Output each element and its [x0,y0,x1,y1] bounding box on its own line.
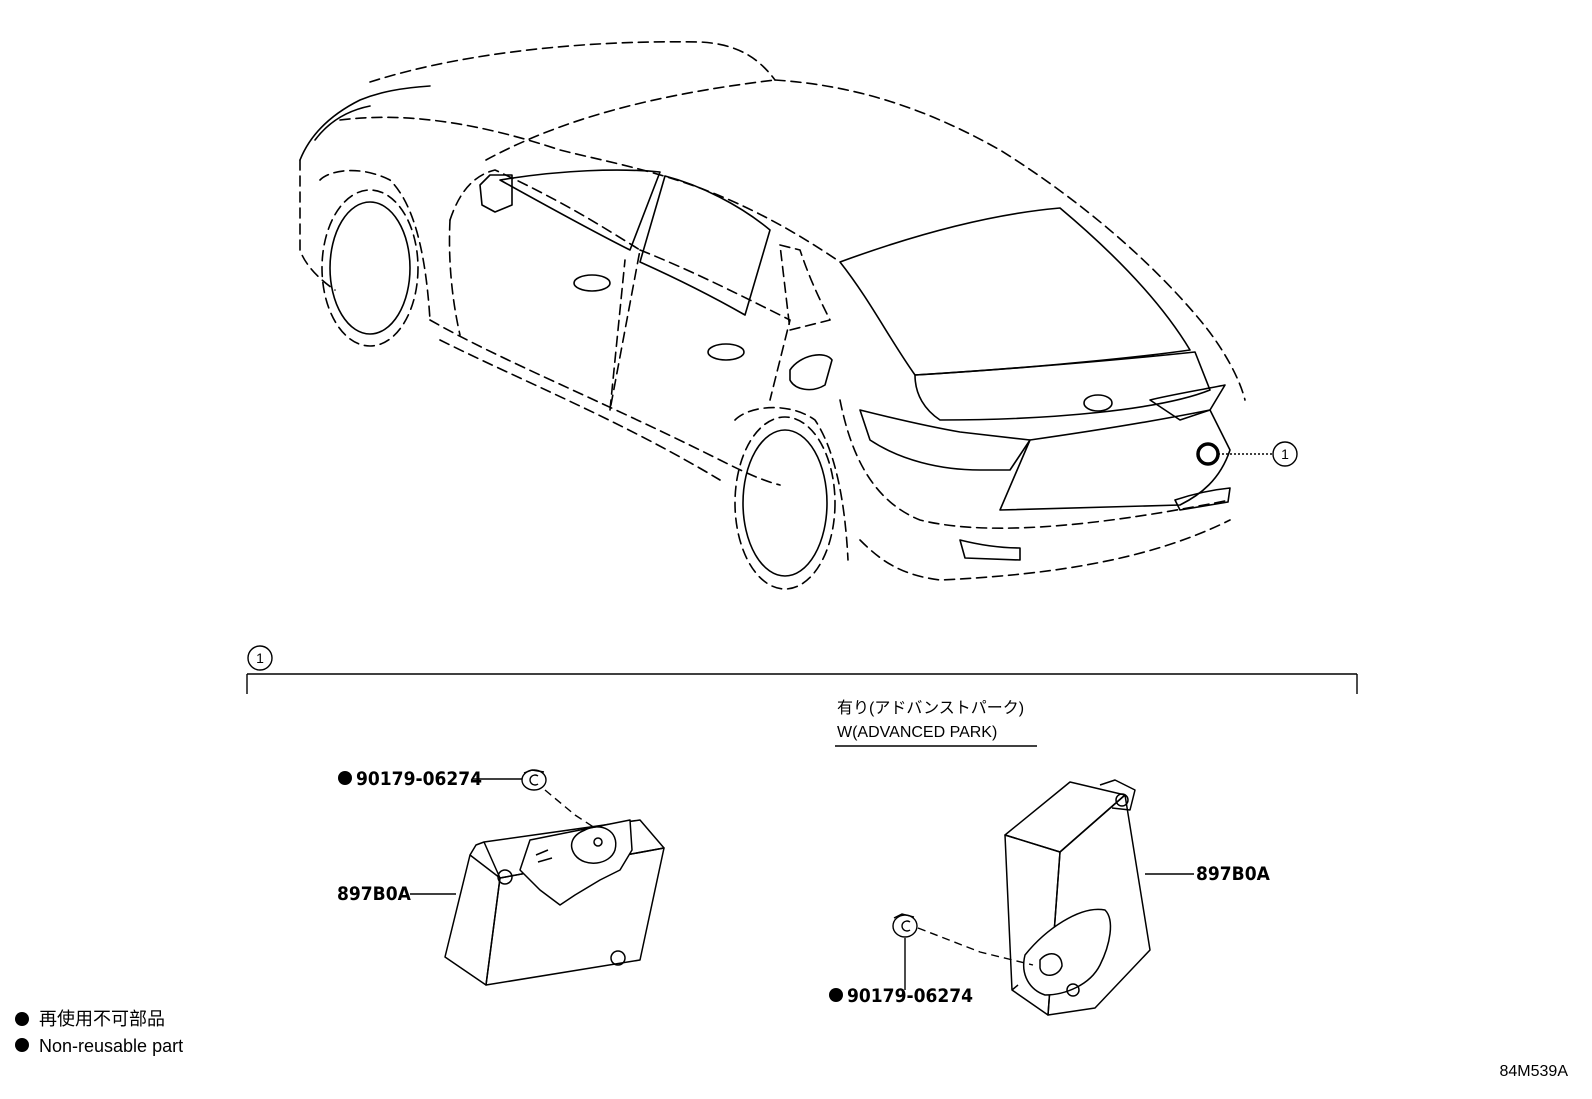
right-screw-part-number: 90179-06274 [847,985,973,1007]
left-screw-part-number: 90179-06274 [356,768,482,790]
right-module-part-number: 897B0A [1196,863,1271,885]
non-reusable-mark-left [338,771,352,785]
section-number: 1 [256,650,264,666]
left-unit-screw [521,769,547,791]
section-bracket: 1 [246,645,1358,694]
left-unit-module [444,819,665,986]
diagram-code: 84M539A [1500,1063,1569,1080]
left-screw-dash-line [544,789,599,831]
car-illustration [299,40,1246,590]
legend-text-en: Non-reusable part [39,1036,183,1056]
variant-label-jp: 有り(アドバンストパーク) [837,699,1024,717]
right-screw-dash-line [917,927,1034,966]
section-callout-circle [247,645,273,671]
left-module-part-number: 897B0A [337,883,412,905]
legend-text-jp: 再使用不可部品 [39,1009,165,1029]
callout-number: 1 [1281,446,1289,462]
callout-marker-1[interactable]: 1 [1272,441,1298,467]
variant-label-en: W(ADVANCED PARK) [837,724,997,741]
legend-bullet-jp [15,1012,29,1026]
right-unit-module [1004,779,1151,1016]
sensor-location-marker [1196,442,1272,466]
right-unit-screw [892,913,918,938]
non-reusable-mark-right [829,988,843,1002]
legend: 再使用不可部品 Non-reusable part [15,1009,183,1056]
legend-bullet-en [15,1038,29,1052]
